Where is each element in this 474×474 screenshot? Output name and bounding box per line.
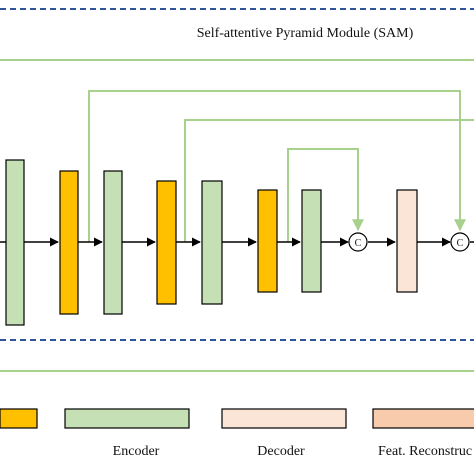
skip-connection-2 bbox=[184, 119, 474, 242]
legend-swatch-feat-reconstruction bbox=[372, 408, 474, 429]
decoder-block bbox=[396, 189, 418, 293]
encoder-block-2 bbox=[59, 170, 79, 315]
skip-connection-1 bbox=[88, 90, 466, 242]
encoder-block-6 bbox=[257, 189, 278, 293]
module-title: Self-attentive Pyramid Module (SAM) bbox=[197, 26, 414, 41]
legend-swatch-decoder bbox=[221, 408, 347, 429]
concat-node-1: C bbox=[348, 232, 368, 252]
skip-connection-3 bbox=[287, 148, 364, 242]
encoder-block-1 bbox=[5, 159, 25, 326]
concat-node-2: C bbox=[450, 232, 470, 252]
encoder-block-5 bbox=[201, 180, 223, 305]
legend-swatch-orange bbox=[0, 408, 38, 429]
legend-label-encoder: Encoder bbox=[113, 444, 160, 459]
legend-label-feat-reconstruction: Feat. Reconstruc bbox=[378, 444, 472, 459]
encoder-block-3 bbox=[103, 170, 123, 315]
encoder-block-4 bbox=[156, 180, 177, 305]
concat-symbol: C bbox=[355, 238, 362, 249]
legend-label-decoder: Decoder bbox=[257, 444, 305, 459]
encoder-block-7 bbox=[301, 189, 322, 293]
legend-swatch-encoder bbox=[64, 408, 190, 429]
concat-symbol: C bbox=[457, 238, 464, 249]
